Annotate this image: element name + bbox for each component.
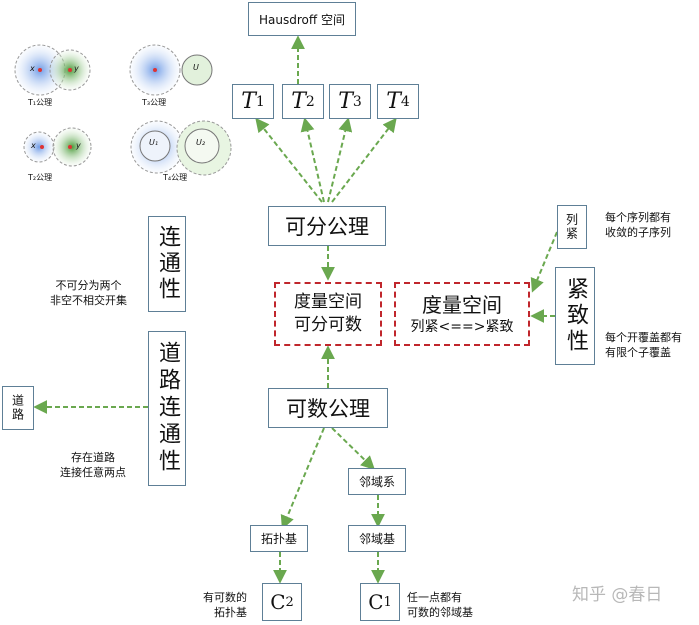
t3-caption: T₃公理 bbox=[142, 98, 167, 107]
t4-caption: T₄公理 bbox=[163, 173, 188, 182]
t2-caption: T₂公理 bbox=[28, 173, 53, 182]
label-u: U bbox=[193, 63, 199, 72]
label-y-t2: y bbox=[76, 141, 81, 150]
watermark: 知乎 @春日 bbox=[572, 585, 663, 605]
path-note: 存在道路 连接任意两点 bbox=[60, 451, 126, 479]
arrow-sep-to-t3 bbox=[327, 117, 353, 203]
metric-separable-node: 度量空间 可分可数 bbox=[274, 282, 382, 346]
t2-illustration bbox=[23, 127, 92, 167]
metric-compact-node: 度量空间 列紧<==>紧致 bbox=[394, 282, 530, 346]
topological-base-node: 拓扑基 bbox=[250, 525, 308, 552]
c1-note: 任一点都有 可数的邻域基 bbox=[407, 591, 473, 619]
arrow-count-to-topobase bbox=[280, 427, 325, 530]
countable-axiom-node: 可数公理 bbox=[268, 388, 388, 428]
label-x-t2: x bbox=[31, 141, 36, 150]
hausdorff-node: Hausdroff 空间 bbox=[248, 2, 356, 36]
path-node: 道路 bbox=[2, 386, 34, 430]
arrow-count-to-nbsys bbox=[331, 427, 376, 470]
seq-compact-note: 每个序列都有 收敛的子序列 bbox=[605, 211, 671, 239]
connected-node: 连通性 bbox=[148, 216, 186, 312]
label-y: y bbox=[74, 64, 79, 73]
path-connected-node: 道路连通性 bbox=[148, 331, 186, 486]
compact-node: 紧致性 bbox=[555, 267, 595, 365]
t1-caption: T₁公理 bbox=[28, 98, 53, 107]
metric-compact-title: 度量空间 bbox=[422, 293, 502, 317]
t4-illustration bbox=[130, 120, 232, 176]
label-x: x bbox=[30, 64, 35, 73]
separable-axiom-node: 可分公理 bbox=[268, 206, 386, 246]
connected-note: 不可分为两个 非空不相交开集 bbox=[50, 279, 127, 307]
c2-note: 有可数的 拓扑基 bbox=[203, 591, 247, 619]
arrow-sep-to-t1 bbox=[255, 117, 323, 203]
t1-illustration bbox=[14, 44, 91, 96]
arrow-sep-to-t2 bbox=[300, 117, 325, 203]
t3-illustration bbox=[129, 44, 213, 96]
compact-note: 每个开覆盖都有 有限个子覆盖 bbox=[605, 331, 682, 359]
arrow-sep-to-t4 bbox=[331, 117, 397, 203]
neighborhood-system-node: 邻域系 bbox=[348, 468, 406, 495]
neighborhood-base-node: 邻域基 bbox=[348, 525, 406, 552]
label-u1: U₁ bbox=[149, 138, 159, 147]
arrow-seqcompact-to-metric bbox=[530, 231, 558, 293]
seq-compact-node: 列紧 bbox=[557, 205, 587, 249]
label-u2: U₂ bbox=[196, 138, 206, 147]
metric-compact-sub: 列紧<==>紧致 bbox=[410, 319, 514, 335]
